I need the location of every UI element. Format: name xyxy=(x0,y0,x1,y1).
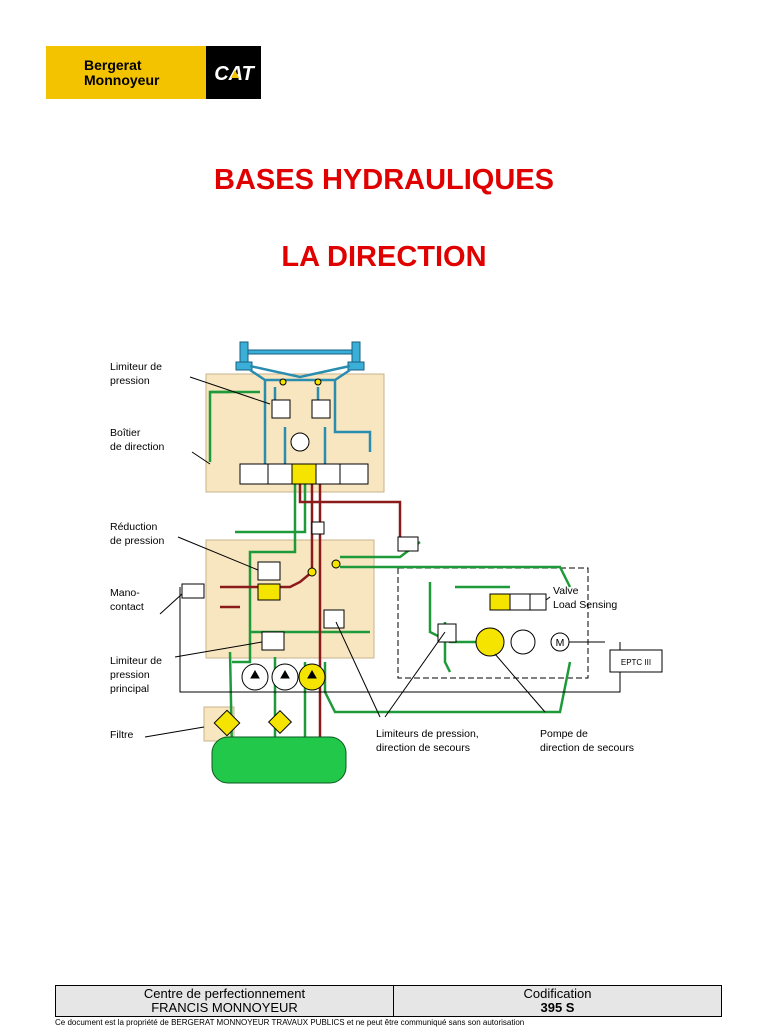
svg-text:pression: pression xyxy=(110,375,150,387)
secondary-relief-valves xyxy=(437,623,457,643)
footer-code: 395 S xyxy=(540,1000,575,1015)
svg-text:pression: pression xyxy=(110,669,150,681)
footer-centre: Centre de perfectionnement xyxy=(143,986,306,1001)
shuttle-valve xyxy=(397,536,419,552)
metering-motor-icon xyxy=(290,432,310,452)
label-valve-1: Valve xyxy=(553,585,579,597)
load-sensing-valve xyxy=(489,593,547,611)
label-limiteur-2: pression xyxy=(110,375,150,387)
cat-logo-icon: CAT xyxy=(206,46,261,99)
logo-line2: Monnoyeur xyxy=(84,71,160,88)
eptc-label: EPTC III xyxy=(621,658,651,667)
pressure-reducer-spool xyxy=(257,583,281,601)
label-reduction-1: Réduction xyxy=(110,521,157,533)
relief-valve-left xyxy=(271,399,291,419)
pump-group xyxy=(241,663,326,691)
label-secours-1: Limiteurs de pression, xyxy=(376,728,479,740)
motor-icon xyxy=(550,632,570,652)
document-subtitle: LA DIRECTION xyxy=(281,241,487,273)
label-mano-2: contact xyxy=(110,601,144,613)
motor-label: M xyxy=(556,637,565,649)
label-boitier-1: Boîtier xyxy=(110,427,141,439)
logo-wordmark: Bergerat Monnoyeur xyxy=(46,46,206,99)
svg-text:de direction: de direction xyxy=(110,441,164,453)
label-valve-2: Load Sensing xyxy=(553,599,617,611)
label-mano-1: Mano- xyxy=(110,587,140,599)
hydraulic-tank xyxy=(211,736,347,784)
footer-codification-label: Codification xyxy=(523,986,592,1001)
label-boitier-2: de direction xyxy=(110,441,164,453)
secondary-pump xyxy=(475,627,505,657)
svg-text:direction de secours: direction de secours xyxy=(376,742,470,754)
svg-text:Boîtier: Boîtier xyxy=(110,427,141,439)
label-reduction-2: de pression xyxy=(110,535,164,547)
check-valve xyxy=(311,521,325,535)
svg-text:direction de secours: direction de secours xyxy=(540,742,634,754)
footer-table: Centre de perfectionnement FRANCIS MONNO… xyxy=(55,985,722,1017)
label-pompe-2: direction de secours xyxy=(540,742,634,754)
footer-left-cell: Centre de perfectionnement FRANCIS MONNO… xyxy=(55,985,394,1017)
logo-line1: Bergerat xyxy=(84,56,142,73)
hydraulic-steering-diagram: M EPTC III Limiteur de pression Boîtier … xyxy=(110,341,663,784)
svg-text:Valve: Valve xyxy=(553,585,579,597)
footer-note: Ce document est la propriété de BERGERAT… xyxy=(55,1018,525,1027)
footer-author: FRANCIS MONNOYEUR xyxy=(151,1000,298,1015)
relief-valve-middle xyxy=(323,609,345,629)
label-limiteur-1: Limiteur de xyxy=(110,361,162,373)
svg-text:Réduction: Réduction xyxy=(110,521,157,533)
label-principal-3: principal xyxy=(110,683,149,695)
label-pompe-1: Pompe de xyxy=(540,728,588,740)
svg-text:Limiteur de: Limiteur de xyxy=(110,655,162,667)
strainer-icon xyxy=(267,709,293,735)
valve-housing xyxy=(205,539,375,659)
label-secours-2: direction de secours xyxy=(376,742,470,754)
steering-cylinders xyxy=(235,341,365,371)
svg-text:Limiteurs de pression,: Limiteurs de pression, xyxy=(376,728,479,740)
filter-icon xyxy=(213,709,241,737)
company-logo: Bergerat Monnoyeur CAT xyxy=(46,46,261,99)
pressure-switch xyxy=(181,583,205,599)
svg-text:Load Sensing: Load Sensing xyxy=(553,599,617,611)
relief-valve-right xyxy=(311,399,331,419)
electric-motor-body xyxy=(510,629,536,655)
pressure-reducer xyxy=(257,561,281,581)
label-filtre: Filtre xyxy=(110,729,133,741)
svg-text:Limiteur de: Limiteur de xyxy=(110,361,162,373)
label-principal-1: Limiteur de xyxy=(110,655,162,667)
document-title: BASES HYDRAULIQUES xyxy=(214,164,554,196)
eptc-controller xyxy=(609,649,663,673)
svg-text:principal: principal xyxy=(110,683,149,695)
svg-text:Pompe de: Pompe de xyxy=(540,728,588,740)
svg-text:de pression: de pression xyxy=(110,535,164,547)
diagram-labels: Limiteur de pression Boîtier de directio… xyxy=(110,361,634,754)
svg-text:Mano-: Mano- xyxy=(110,587,140,599)
label-principal-2: pression xyxy=(110,669,150,681)
svg-text:contact: contact xyxy=(110,601,144,613)
main-relief-valve xyxy=(261,631,285,651)
steering-valve-spool xyxy=(239,463,369,485)
footer-right-cell: Codification 395 S xyxy=(393,985,722,1017)
